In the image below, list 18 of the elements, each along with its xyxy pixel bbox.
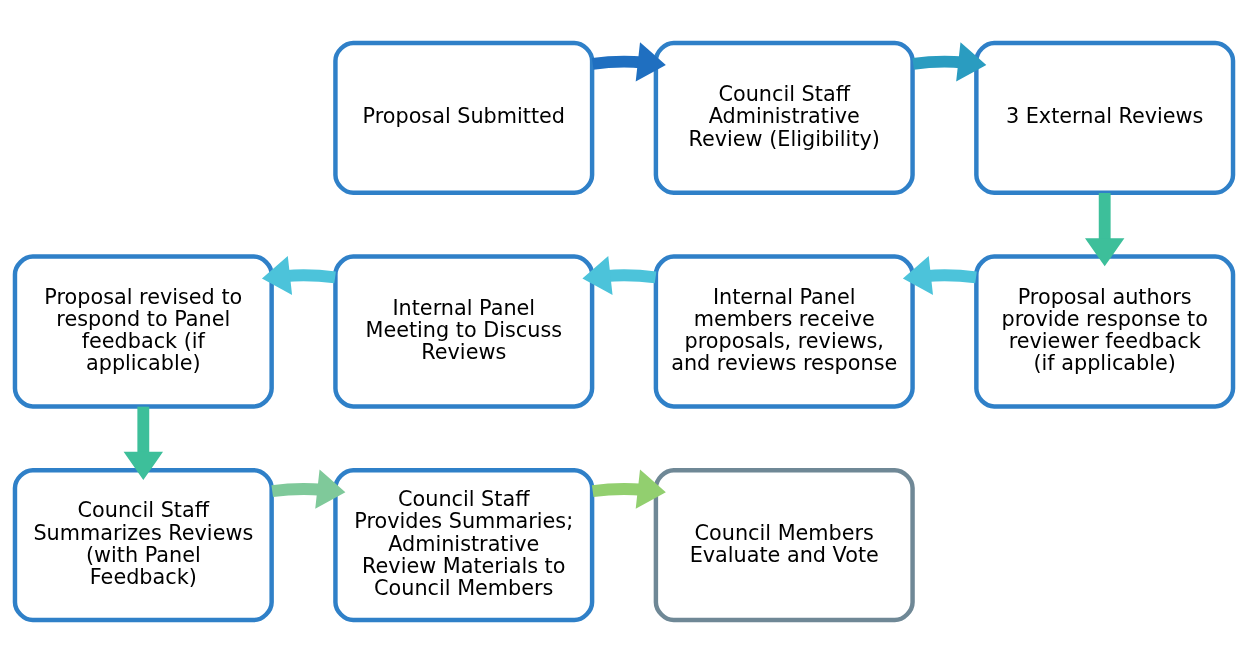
arrow [902, 255, 977, 295]
node-box: Council Staff Provides Summaries; Administrative Review Materials to Council Members [333, 467, 595, 622]
arrow [123, 406, 163, 480]
node-box: Internal Panel members receive proposals, reviews, and reviews response [653, 253, 915, 409]
arrow [591, 469, 666, 509]
node-box: 3 External Reviews [974, 40, 1236, 195]
node-box: Council Members Evaluate and Vote [653, 467, 915, 622]
arrow [1085, 192, 1125, 266]
arrow [582, 255, 657, 295]
node-box: Internal Panel Meeting to Discuss Reviews [333, 253, 595, 409]
arrow [261, 255, 336, 295]
arrow [591, 41, 666, 81]
node-box: Proposal authors provide response to reviewer feedback (if applicable) [974, 253, 1236, 409]
node-box: Council Staff Summarizes Reviews (with Panel Feedback) [12, 467, 274, 622]
node-box: Proposal revised to respond to Panel feedback (if applicable) [12, 253, 274, 409]
node-box: Council Staff Administrative Review (Eligibility) [653, 40, 915, 195]
arrow [271, 469, 346, 509]
node-box: Proposal Submitted [333, 40, 595, 195]
